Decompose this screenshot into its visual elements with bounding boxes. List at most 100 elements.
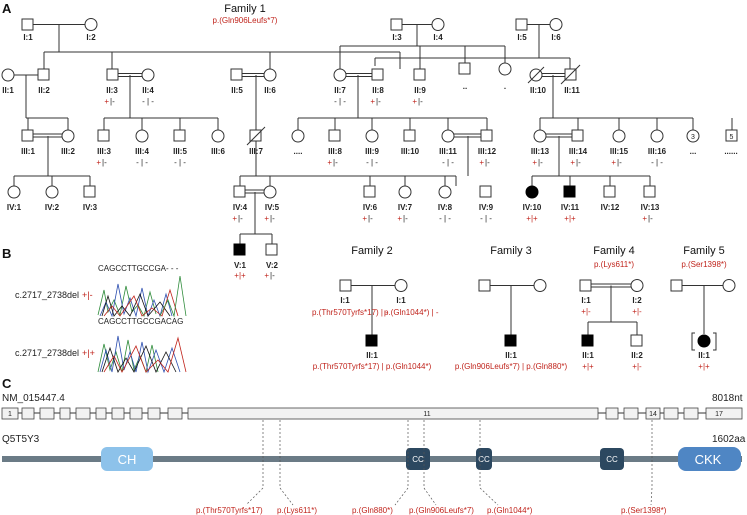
family2-child-affected [365,334,378,347]
transcript-length: 8018nt [712,393,743,404]
svg-text:IV:1: IV:1 [7,203,22,212]
individual-IV7 [398,185,412,199]
individual-I4 [431,18,445,31]
svg-text:|-: |- [418,97,423,106]
individual-II5 [230,68,243,81]
svg-text:|-: |- [270,271,275,280]
svg-text:+|-: +|- [632,307,642,316]
exon-16 [683,407,699,420]
svg-text:....: .... [294,147,303,156]
svg-text:I:5: I:5 [517,33,527,42]
svg-text:IV:11: IV:11 [561,203,580,212]
panel-label-b: B [2,246,11,261]
variant-label-het: c.2717_2738del [15,290,79,300]
svg-text:p.(Lys611*): p.(Lys611*) [594,260,634,269]
individual-III-count3 [686,129,700,143]
svg-text:+|-: +|- [82,290,93,300]
svg-text:III:8: III:8 [328,147,342,156]
svg-text:- | -: - | - [442,158,454,167]
exon-7 [111,407,125,420]
individual-I1 [21,18,34,31]
individual-IV1 [7,185,21,199]
family5-child-affected-adopted [697,334,711,348]
cc-domain-3 [600,448,624,470]
individual-I3 [390,18,403,31]
exon-5 [75,407,91,420]
individual-IV10-affected [525,185,539,199]
variant-lys611: p.(Lys611*) [277,506,317,515]
svg-text:+|+: +|+ [82,348,95,358]
individual-III8 [328,129,341,142]
chromatogram-heterozygous: CAGCCTTGCCGA- - - c.2717_2738del +|- [15,264,187,318]
individual-V1-affected [233,243,246,256]
svg-text:CKK: CKK [695,452,722,467]
svg-text:II:1: II:1 [2,86,14,95]
individual-IV12 [603,185,616,198]
individual-III14 [571,129,584,142]
svg-text:II:1: II:1 [698,351,710,360]
exon-10 [167,407,183,420]
svg-text:IV:7: IV:7 [398,203,413,212]
gen-IV: IV:1 IV:2 IV:3 IV:4 + |- IV:5 + |- IV:6 … [7,185,660,234]
family2-mother [394,279,408,292]
svg-text:III:12: III:12 [478,147,497,156]
family4-father [579,279,592,292]
gen-I: I:1 I:2 I:3 I:4 I:5 I:6 [21,18,563,58]
exon-1 [1,407,19,420]
panel-label-c: C [2,376,12,391]
uniprot-id: Q5T5Y3 [2,434,40,445]
individual-II-unlabeled-male [458,62,471,75]
individual-II1 [1,68,15,82]
svg-text:p.(Gln906Leufs*7) | p.(Gln880*: p.(Gln906Leufs*7) | p.(Gln880*) [455,362,568,371]
panel-label-a: A [2,1,12,16]
svg-text:+: + [479,158,484,167]
svg-text:......: ...... [724,147,737,156]
individual-III10 [403,129,416,142]
svg-text:IV:5: IV:5 [265,203,280,212]
svg-text:+: + [570,158,575,167]
exon-label-11: 11 [423,411,430,418]
svg-text:+: + [232,214,237,223]
chromatogram-homozygous: CAGCCTTGCCGACAG c.2717_2738del +|+ [15,317,187,374]
individual-IV3 [83,185,96,198]
svg-text:III:6: III:6 [211,147,225,156]
svg-text:CC: CC [606,455,618,464]
svg-text:CH: CH [118,452,137,467]
individual-III2 [61,129,75,143]
svg-text:- | -: - | - [136,158,148,167]
variant-label-hom: c.2717_2738del [15,348,79,358]
gen-III: III:1 III:2 III:3 + |- III:4 - | - III:5… [21,126,738,176]
svg-text:- | -: - | - [480,214,492,223]
svg-text:|-: |- [576,158,581,167]
svg-text:+: + [412,97,417,106]
svg-text:|-: |- [485,158,490,167]
svg-text:+: + [96,158,101,167]
svg-text:I:3: I:3 [392,33,402,42]
exon-label-14: 14 [649,411,657,418]
individual-III-count5 [725,129,738,142]
svg-text:3: 3 [691,134,695,141]
svg-text:IV:13: IV:13 [641,203,660,212]
exon-2 [21,407,35,420]
svg-text:II:9: II:9 [414,86,426,95]
exon-15 [663,407,679,420]
svg-text:III:11: III:11 [439,147,457,156]
svg-text:IV:4: IV:4 [233,203,248,212]
svg-text:- | -: - | - [334,97,346,106]
svg-text:CC: CC [412,455,424,464]
svg-text:+: + [397,214,402,223]
exon-map [1,407,743,420]
exon-3 [39,407,55,420]
svg-text:- | -: - | - [142,97,154,106]
ckk-domain [678,447,741,471]
svg-text:II:10: II:10 [530,86,547,95]
svg-text:III:16: III:16 [648,147,667,156]
svg-text:IV:3: IV:3 [83,203,98,212]
svg-text:V:2: V:2 [266,261,279,270]
family3-mother [533,279,547,292]
variant-gln1044: p.(Gln1044*) [487,506,533,515]
svg-text:- | -: - | - [439,214,451,223]
svg-text:+: + [264,271,269,280]
svg-text:III:1: III:1 [21,147,35,156]
individual-IV13 [643,185,656,198]
